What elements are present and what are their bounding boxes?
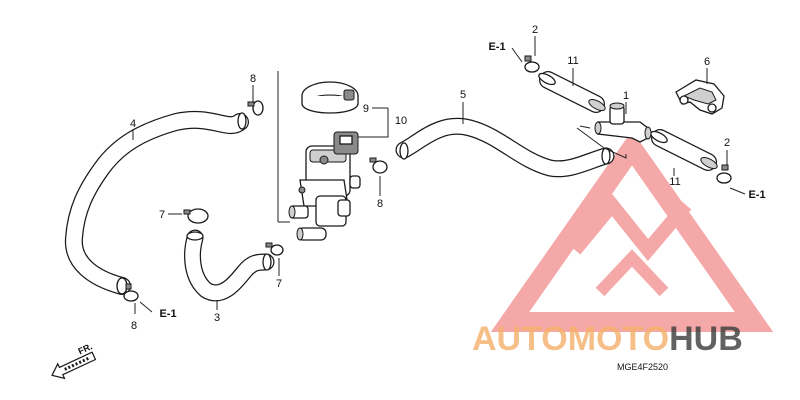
hose-11-right: [650, 129, 718, 171]
diagram-code: MGE4F2520: [617, 362, 668, 372]
part-labels: 1 2 2 3 4 5 6 7 7 8 8 8 9 10 11 11: [130, 24, 730, 332]
clip-7-upper: [183, 208, 209, 224]
ref-e1-top: E-1: [488, 41, 505, 53]
label-part-8-valve: 8: [377, 198, 383, 210]
label-part-2-top: 2: [532, 24, 538, 36]
label-part-4: 4: [130, 118, 136, 130]
ref-e1-right: E-1: [748, 189, 765, 201]
watermark-moto: MOTO: [568, 320, 669, 358]
hose-11-top: [538, 71, 606, 113]
clips: [123, 55, 732, 302]
label-part-2-right: 2: [724, 137, 730, 149]
label-part-1: 1: [623, 90, 629, 102]
label-part-3: 3: [214, 312, 220, 324]
watermark-hub: HUB: [669, 320, 743, 358]
solenoid-valve-10: [288, 131, 361, 241]
hose-5: [395, 117, 615, 178]
hose-3: [184, 229, 275, 302]
leader-lines: [132, 36, 746, 314]
label-part-9: 9: [363, 103, 369, 115]
ref-e1-bottom: E-1: [159, 308, 176, 320]
clip-7-lower: [265, 242, 284, 256]
watermark-auto: AUTO: [472, 320, 568, 358]
label-part-11-top: 11: [567, 55, 578, 67]
clip-2-top: [524, 55, 540, 73]
svg-text:AUTOMOTOHUB: AUTOMOTOHUB: [472, 320, 743, 358]
clip-8-valve: [369, 157, 388, 174]
label-part-7-upper: 7: [159, 209, 165, 221]
label-part-7-lower: 7: [276, 278, 282, 290]
label-part-11-right: 11: [669, 176, 680, 188]
label-part-5: 5: [460, 89, 466, 101]
label-part-6: 6: [704, 56, 710, 68]
hose-4: [64, 110, 249, 295]
clip-8-bottom: [123, 283, 139, 302]
clip-8-top: [247, 100, 264, 116]
watermark-logo: [490, 130, 774, 332]
band-9: [301, 81, 359, 114]
watermark-text: AUTOMOTOHUB: [472, 320, 743, 358]
label-part-8-bottom: 8: [131, 320, 137, 332]
label-part-8-top: 8: [250, 73, 256, 85]
front-arrow: FR.: [51, 341, 97, 380]
clip-2-right: [716, 164, 732, 184]
joint-pipe-1: [579, 102, 652, 143]
reference-labels: E-1 E-1 E-1: [159, 41, 765, 320]
label-part-10: 10: [395, 115, 407, 127]
bracket-6: [675, 79, 725, 115]
